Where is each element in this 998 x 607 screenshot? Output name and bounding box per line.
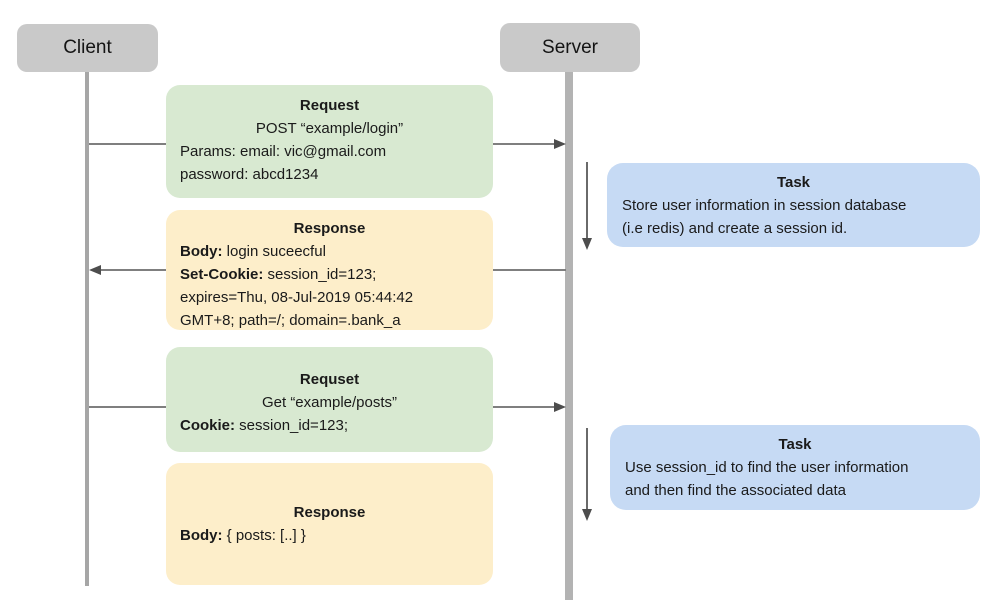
response-2-title: Response: [293, 504, 366, 521]
task-2-box: Task Use session_id to find the user inf…: [610, 425, 980, 510]
task-1-title: Task: [776, 174, 811, 191]
response-1-box: Response Body: login suceecful Set-Cooki…: [166, 210, 493, 330]
request-2-line: Cookie: session_id=123;: [166, 414, 493, 437]
arrowhead-right-icon: [554, 139, 566, 149]
set-cookie-label: Set-Cookie:: [180, 266, 264, 283]
arrowhead-down-icon: [582, 238, 592, 250]
request-1-line: password: abcd1234: [180, 166, 319, 183]
arrow-line: [586, 428, 588, 511]
task-2-title: Task: [778, 436, 812, 453]
body-value: login suceecful: [222, 243, 326, 260]
request-2-box: Requset Get “example/posts” Cookie: sess…: [166, 347, 493, 452]
task-1-box: Task Store user information in session d…: [607, 163, 980, 247]
response-1-line: expires=Thu, 08-Jul-2019 05:44:42: [180, 289, 414, 306]
response-1-title: Response: [293, 220, 366, 237]
client-actor-box: Client: [17, 24, 158, 72]
arrowhead-down-icon: [582, 509, 592, 521]
server-actor-label: Server: [542, 36, 598, 58]
response-1-line: Body: login suceecful: [166, 240, 493, 263]
arrowhead-left-icon: [89, 265, 101, 275]
task-1-line: Store user information in session databa…: [622, 197, 907, 214]
task-down-arrow-1-icon: [581, 162, 593, 250]
request-2-line: Get “example/posts”: [261, 394, 398, 411]
request-1-line: Params: email: vic@gmail.com: [180, 143, 387, 160]
arrowhead-right-icon: [554, 402, 566, 412]
response-1-line: GMT+8; path=/; domain=.bank_a: [180, 312, 401, 329]
request-1-box: Request POST “example/login” Params: ema…: [166, 85, 493, 198]
server-lifeline: [565, 72, 573, 600]
body-label: Body:: [180, 527, 223, 544]
response-2-box: Response Body: { posts: [..] }: [166, 463, 493, 585]
request-1-line: POST “example/login”: [255, 120, 404, 137]
client-actor-label: Client: [63, 37, 112, 58]
set-cookie-value: session_id=123;: [263, 266, 377, 283]
response-2-line: Body: { posts: [..] }: [166, 524, 493, 547]
client-lifeline: [85, 72, 89, 586]
request-2-title: Requset: [299, 371, 360, 388]
body-value: { posts: [..] }: [222, 527, 306, 544]
task-2-line: Use session_id to find the user informat…: [625, 459, 909, 476]
task-2-line: and then find the associated data: [625, 482, 847, 499]
task-down-arrow-2-icon: [581, 428, 593, 521]
cookie-value: session_id=123;: [235, 417, 349, 434]
arrow-line: [586, 162, 588, 240]
response-1-line: Set-Cookie: session_id=123;: [166, 263, 493, 286]
cookie-label: Cookie:: [180, 417, 236, 434]
body-label: Body:: [180, 243, 223, 260]
request-1-title: Request: [299, 97, 360, 114]
server-actor-box: Server: [500, 23, 640, 72]
task-1-line: (i.e redis) and create a session id.: [622, 220, 848, 237]
